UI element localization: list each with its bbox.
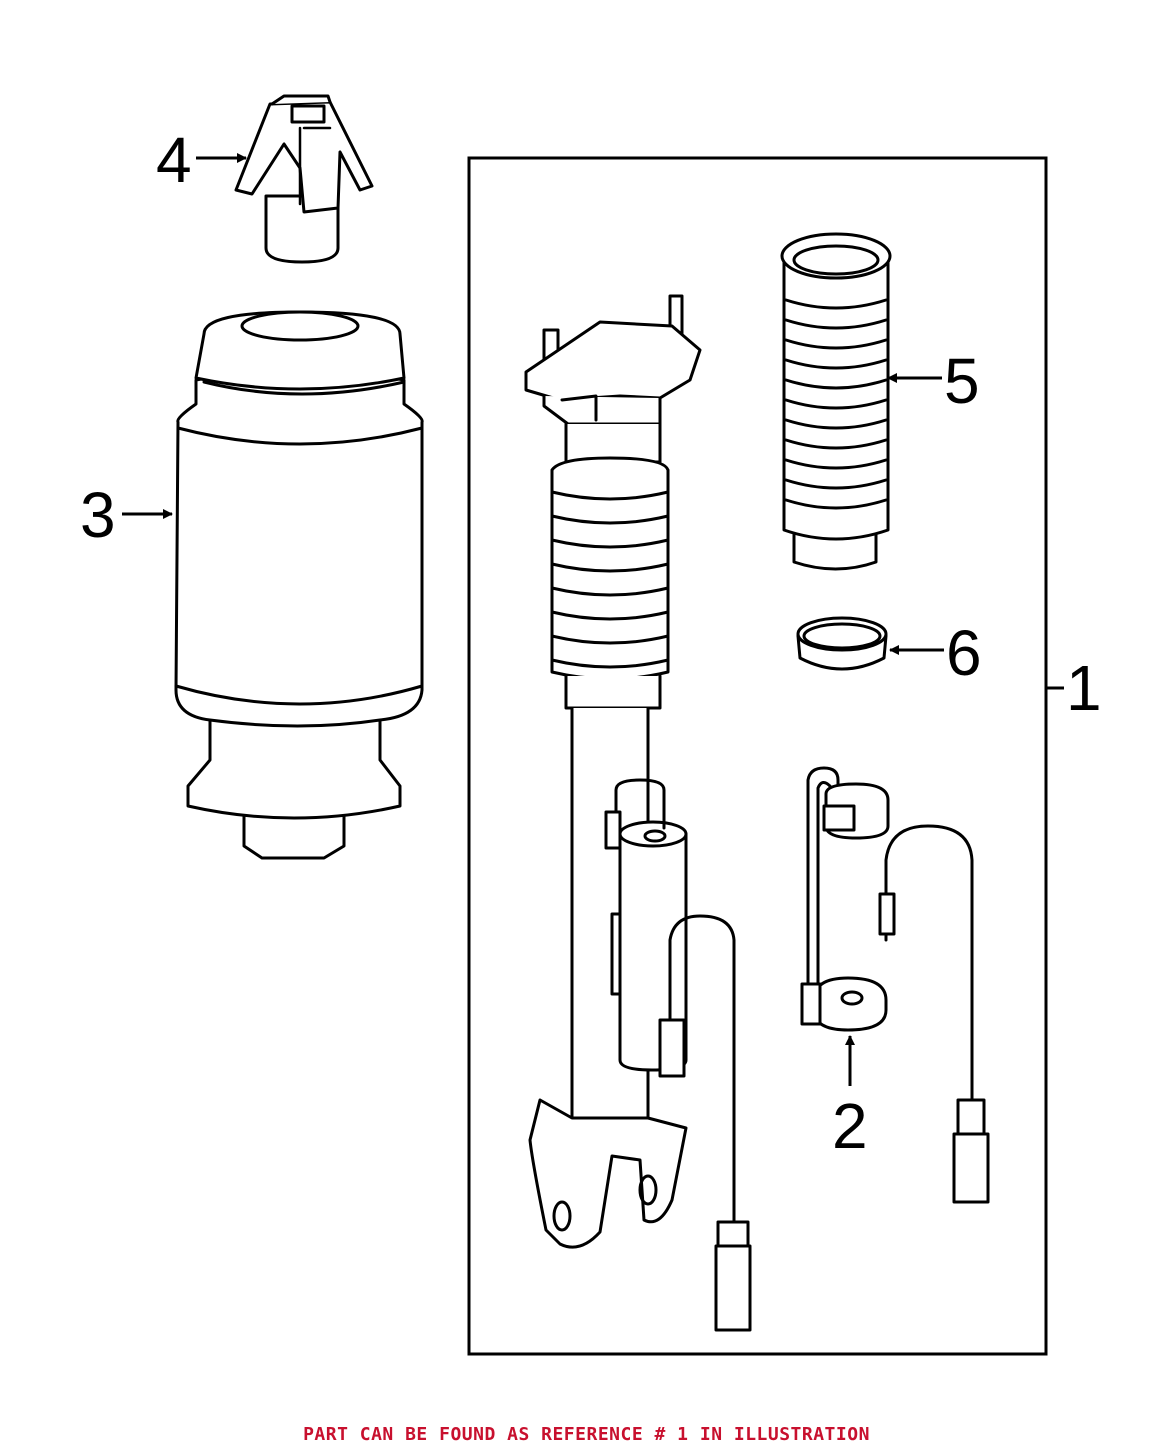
assembly-frame: [467, 156, 1048, 1356]
height-sensor-drawing: [800, 766, 990, 1204]
callout-2: 2: [832, 1090, 868, 1162]
callout-4: 4: [156, 124, 192, 196]
strut-drawing: [524, 294, 752, 1332]
callout-6: 6: [946, 617, 982, 689]
callout-5: 5: [944, 345, 980, 417]
callout-1: 1: [1066, 652, 1102, 724]
reference-note: PART CAN BE FOUND AS REFERENCE # 1 IN IL…: [303, 1424, 870, 1445]
callout-3: 3: [80, 479, 116, 551]
seal-ring-drawing: [796, 616, 888, 671]
bump-stop-clip-drawing: [234, 94, 374, 264]
dust-boot-drawing: [780, 232, 892, 571]
air-spring-drawing: [174, 310, 424, 860]
